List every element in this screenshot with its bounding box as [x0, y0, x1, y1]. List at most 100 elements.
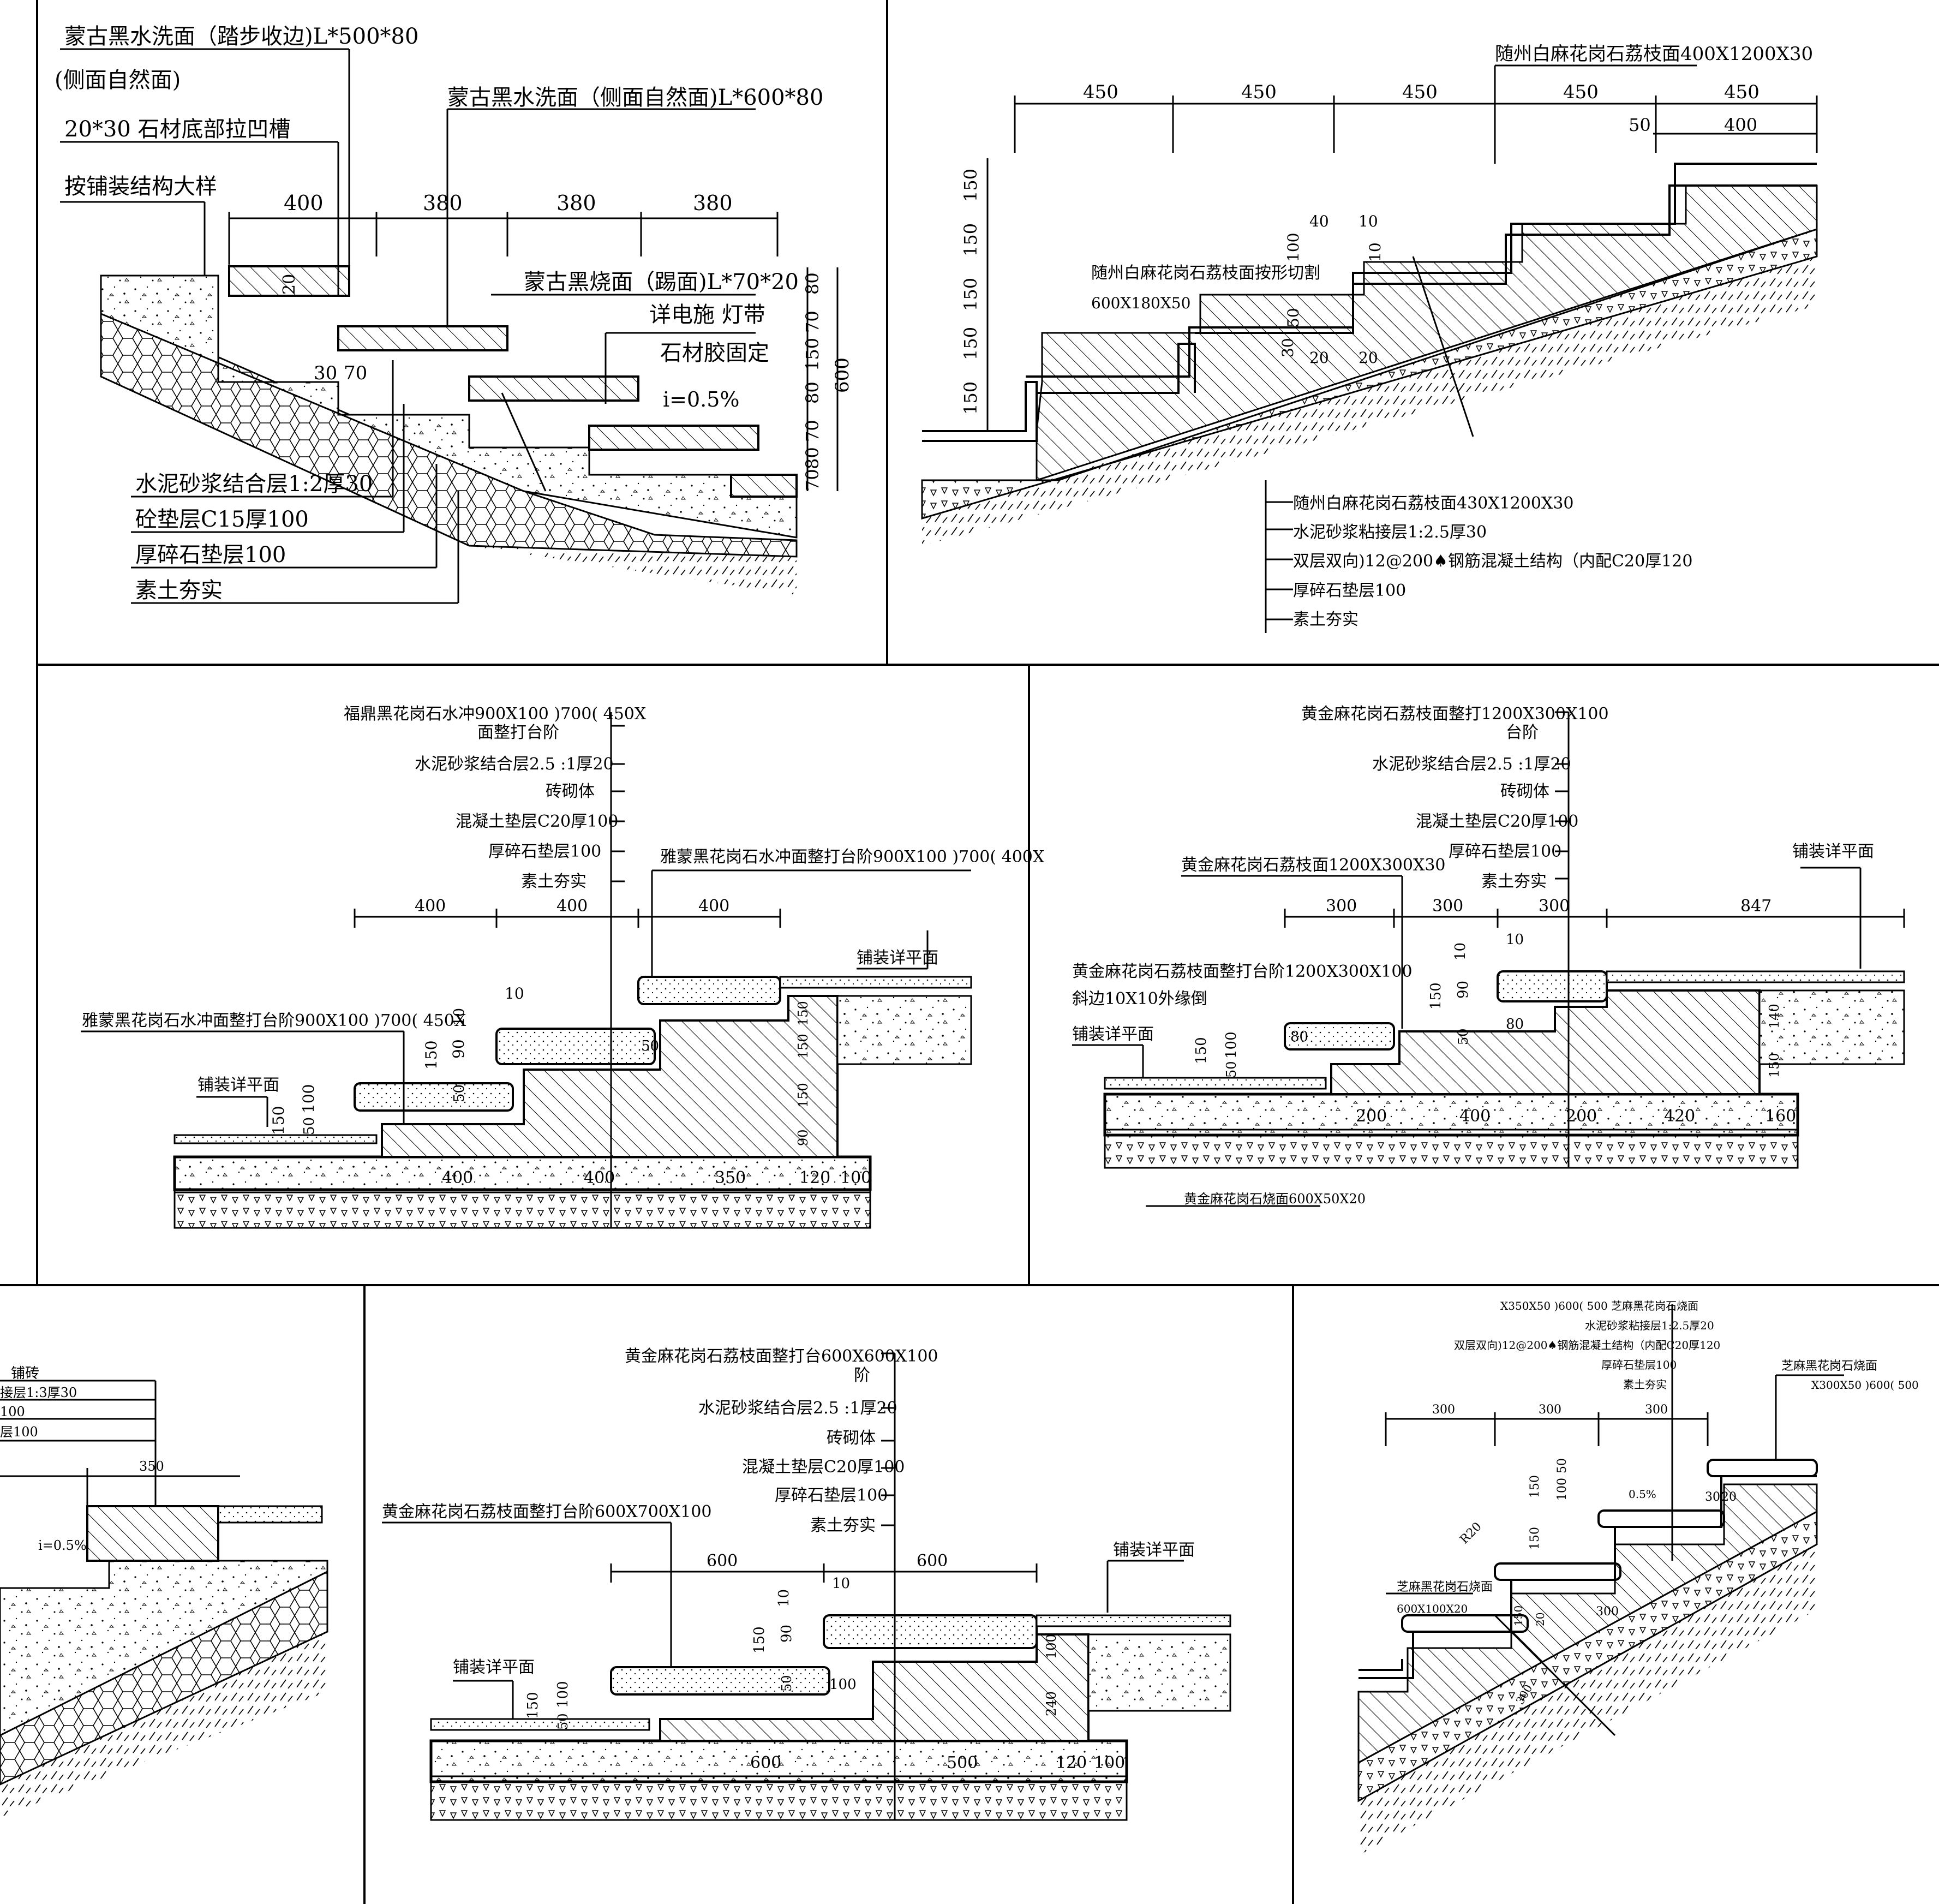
p4-dim-4: 847	[1740, 897, 1772, 916]
panel-6: 黄金麻花岗石荔枝面整打台600X600X100 阶 水泥砂浆结合层2.5 :1厚…	[382, 1347, 1231, 1821]
break-line	[501, 392, 547, 492]
p4-layer-4: 砖砌体	[1500, 782, 1549, 801]
panel-1: 蒙古黑水洗面（踏步收边)L*500*80 (侧面自然面) 20*30 石材底部拉…	[55, 24, 853, 604]
stair-profile	[1359, 1459, 1818, 1679]
p6-sdim-4: 90	[779, 1625, 795, 1643]
p2-sdim-5: 50	[1284, 308, 1302, 327]
tread-stone-2	[337, 325, 508, 351]
p3-sdim-4: 50	[451, 1084, 468, 1102]
p4-sdim-8: 150	[1193, 1037, 1210, 1064]
p1-label-mid: 蒙古黑水洗面（侧面自然面)L*600*80	[447, 85, 823, 110]
p1-rdim-4: 80	[802, 381, 823, 404]
p3-bdim-4: 120	[799, 1168, 830, 1187]
p3-sdim-10: 150	[795, 1034, 811, 1059]
p3-label-left: 雅蒙黑花岗石水冲面整打台阶900X100 )700( 450X	[82, 1011, 466, 1030]
panel-3: 福鼎黑花岗石水冲900X100 )700( 450X 面整打台阶 水泥砂浆结合层…	[81, 705, 1045, 1229]
step-stone-2	[495, 1028, 656, 1065]
p7-sdim-5: 30	[1705, 1490, 1720, 1504]
p1-layer-4: 素土夯实	[135, 578, 223, 603]
p7-dim-2: 300	[1539, 1403, 1561, 1417]
p6-label-left: 黄金麻花岗石荔枝面整打台阶600X700X100	[382, 1502, 712, 1521]
p3-sdim-13: 90	[795, 1129, 811, 1146]
p2-dim-1: 450	[1083, 81, 1118, 103]
p7-label-left-2: 600X100X20	[1397, 1602, 1468, 1615]
p2-dim-3: 450	[1402, 81, 1438, 103]
p3-layer-6: 厚碎石垫层100	[488, 842, 601, 861]
step-stone-1	[610, 1666, 830, 1696]
p3-sdim-8: 50	[301, 1117, 318, 1135]
p6-sdim-2: 10	[776, 1589, 792, 1607]
p6-sdim-8: 100	[555, 1681, 571, 1708]
p7-layer-3: 双层双向)12@200♠钢筋混凝土结构（内配C20厚120	[1454, 1339, 1720, 1352]
paving-slab-right	[1087, 1633, 1231, 1712]
p2-sdim-3: 100	[1284, 233, 1302, 262]
p4-sdim-2: 10	[1452, 942, 1469, 960]
dimension-lines	[0, 1380, 240, 1506]
p1-rdim-2: 70	[802, 311, 823, 333]
p4-dim-2: 300	[1432, 897, 1463, 916]
p3-bdim-5: 100	[840, 1168, 871, 1187]
dimension-lines	[60, 48, 839, 604]
p4-layer-5: 混凝土垫层C20厚100	[1416, 812, 1578, 831]
p6-bdim-2: 500	[947, 1753, 978, 1772]
p4-dim-1: 300	[1326, 897, 1357, 916]
paving-slab-right	[836, 995, 972, 1065]
p2-layer-4: 厚碎石垫层100	[1293, 581, 1406, 600]
p4-bdim-2: 400	[1459, 1107, 1491, 1126]
paving-top	[217, 1505, 323, 1524]
p2-ldim-4: 150	[960, 327, 981, 360]
p1-rdim-7: 70	[802, 469, 823, 491]
p6-sdim-7: 150	[525, 1692, 541, 1719]
gravel-base	[173, 1189, 871, 1229]
p2-top-label: 随州白麻花岗石荔枝面400X1200X30	[1495, 43, 1813, 65]
p6-sdim-3: 150	[751, 1626, 768, 1654]
p6-layer-7: 素土夯实	[810, 1516, 876, 1535]
gravel-base	[1104, 1134, 1799, 1169]
p6-layer-2: 阶	[854, 1366, 870, 1385]
paving-left	[173, 1134, 378, 1144]
p1-right-2: 详电施 灯带	[649, 302, 765, 327]
p7-label-left-1: 芝麻黑花岗石烧面	[1397, 1580, 1493, 1594]
p5-slope: i=0.5%	[38, 1538, 87, 1553]
p1-dim-3: 380	[556, 191, 596, 215]
panel-5: 铺砖 接层1:3厚30 100 层100 350 i=0.5%	[0, 1365, 328, 1817]
p1-rdim-3: 150	[802, 338, 823, 371]
p1-dim-1: 400	[284, 191, 324, 215]
p7-label-right-2: X300X50 )600( 500	[1811, 1378, 1919, 1392]
p3-bdim-3: 350	[715, 1168, 746, 1187]
p5-dim-1: 350	[139, 1459, 164, 1474]
p1-dim-2: 380	[423, 191, 463, 215]
p6-paving-right: 铺装详平面	[1113, 1541, 1195, 1560]
p4-sdim-4: 90	[1455, 981, 1471, 999]
p2-subdim-2: 400	[1724, 115, 1757, 135]
concrete-layer	[0, 1560, 328, 1736]
tread-stone-5	[730, 474, 798, 498]
p4-sdim-1: 10	[1506, 932, 1524, 948]
p2-dim-5: 450	[1724, 81, 1760, 103]
p4-bdim-4: 420	[1664, 1107, 1695, 1126]
p7-sdim-6: 20	[1721, 1490, 1737, 1504]
p2-layer-1: 随州白麻花岗石荔枝面430X1200X30	[1293, 494, 1574, 513]
p6-layer-4: 砖砌体	[827, 1429, 876, 1448]
p3-sdim-5: 10	[451, 1008, 468, 1026]
dimension-lines	[81, 712, 971, 1228]
gravel-layer	[921, 228, 1818, 520]
p4-layer-2: 台阶	[1506, 723, 1539, 742]
p6-sdim-5: 50	[779, 1675, 794, 1692]
p4-bdim-5: 160	[1765, 1107, 1796, 1126]
p3-paving-left: 铺装详平面	[198, 1076, 279, 1095]
p2-layer-3: 双层双向)12@200♠钢筋混凝土结构（内配C20厚120	[1293, 552, 1692, 571]
p7-dim-1: 300	[1432, 1403, 1455, 1417]
p1-right-1: 蒙古黑烧面（踢面)L*70*20	[524, 270, 799, 295]
p1-sdim-2: 70	[344, 362, 367, 384]
p6-dim-2: 600	[917, 1551, 948, 1571]
p7-sdim-8: R20	[1458, 1520, 1485, 1547]
p4-label-mid: 黄金麻花岗石荔枝面1200X300X30	[1181, 856, 1446, 875]
p2-sdim-6: 30	[1279, 338, 1297, 357]
step-stone-2	[1497, 970, 1608, 1002]
p6-paving-left: 铺装详平面	[453, 1658, 535, 1677]
p1-right-3: 石材胶固定	[660, 341, 769, 366]
paving-left	[430, 1718, 650, 1731]
